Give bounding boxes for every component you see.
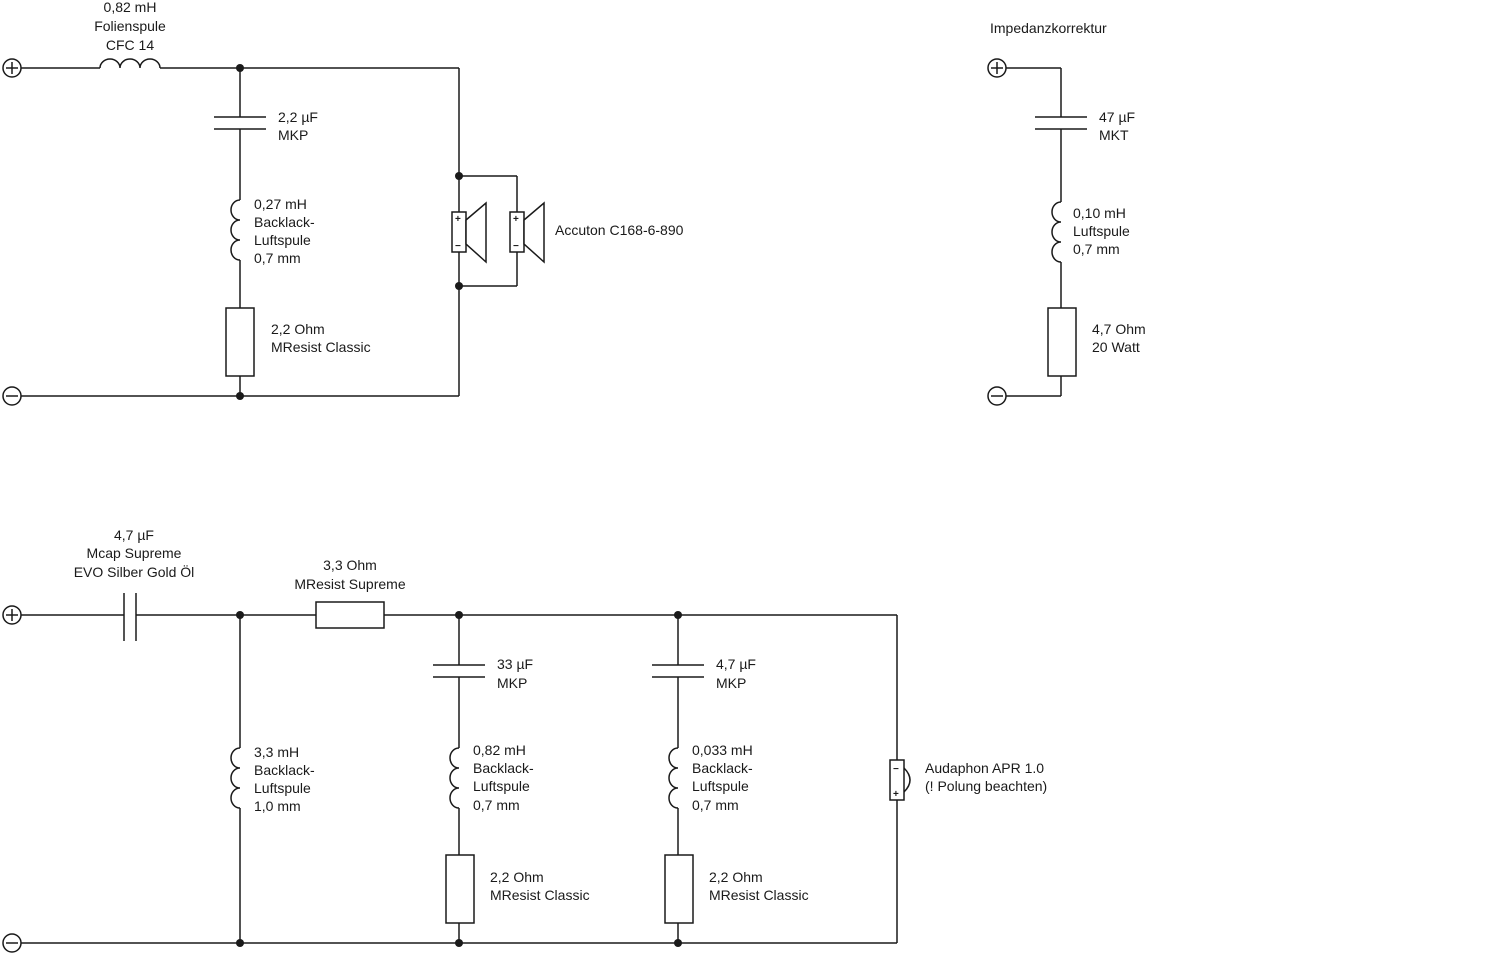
shunt-inductor	[230, 199, 241, 261]
series-inductor-value: 0,82 mH	[104, 0, 157, 15]
series-capacitor-type: EVO Silber Gold Öl	[74, 563, 195, 580]
series-capacitor-value: 4,7 µF	[114, 527, 154, 543]
correction-inductor	[1051, 201, 1062, 263]
minus-terminal	[2, 386, 22, 406]
shunt-inductor-2-value: 0,82 mH	[473, 742, 526, 758]
shunt-capacitor-3	[652, 664, 704, 678]
shunt-inductor-2	[449, 747, 460, 809]
correction-capacitor-type: MKT	[1099, 127, 1129, 143]
shunt-capacitor-type: MKP	[278, 127, 308, 143]
shunt-resistor-2	[445, 854, 475, 924]
plus-terminal	[2, 605, 22, 625]
shunt-resistor	[225, 307, 255, 377]
shunt-inductor-1	[230, 747, 241, 809]
tweeter-icon	[889, 759, 911, 801]
shunt-inductor-3	[668, 747, 679, 809]
speaker-label: Accuton C168-6-890	[555, 222, 684, 238]
polarity-minus: −	[513, 241, 519, 252]
shunt-capacitor-3-type: MKP	[716, 675, 746, 691]
series-capacitor-model: Mcap Supreme	[87, 545, 182, 561]
polarity-plus: +	[455, 214, 461, 225]
shunt-capacitor-2-type: MKP	[497, 675, 527, 691]
shunt-inductor-1-value: 3,3 mH	[254, 744, 299, 760]
shunt-inductor-value: 0,27 mH	[254, 196, 307, 212]
shunt-capacitor-value: 2,2 µF	[278, 109, 318, 125]
shunt-resistor-3-type: MResist Classic	[709, 887, 809, 903]
polarity-plus: +	[513, 214, 519, 225]
correction-resistor-value: 4,7 Ohm	[1092, 321, 1146, 337]
top-right-circuit: Impedanzkorrektur 47 µF MKT 0,10 mH Luft…	[987, 20, 1146, 406]
minus-terminal	[987, 386, 1007, 406]
impedance-title: Impedanzkorrektur	[990, 20, 1107, 36]
correction-inductor-value: 0,10 mH	[1073, 205, 1126, 221]
series-inductor-type: Folienspule	[94, 18, 166, 34]
series-inductor	[99, 58, 161, 69]
polarity-minus: −	[455, 241, 461, 252]
shunt-resistor-type: MResist Classic	[271, 339, 371, 355]
bottom-circuit: − + 4,7 µF Mcap Supreme EVO Silber Gold …	[2, 527, 1047, 953]
shunt-inductor-3-type: Backlack-	[692, 760, 753, 776]
shunt-resistor-value: 2,2 Ohm	[271, 321, 325, 337]
tweeter-polarity-note: (! Polung beachten)	[925, 778, 1047, 794]
shunt-inductor-type: Backlack-	[254, 214, 315, 230]
series-resistor-value: 3,3 Ohm	[323, 557, 377, 573]
shunt-inductor-3-type2: Luftspule	[692, 778, 749, 794]
correction-resistor-power: 20 Watt	[1092, 339, 1140, 355]
series-resistor	[315, 601, 385, 629]
shunt-capacitor	[214, 116, 266, 130]
shunt-inductor-3-value: 0,033 mH	[692, 742, 753, 758]
correction-capacitor	[1035, 116, 1087, 130]
shunt-capacitor-2-value: 33 µF	[497, 656, 533, 672]
polarity-minus: −	[893, 764, 899, 775]
plus-terminal	[2, 58, 22, 78]
correction-inductor-type: Luftspule	[1073, 223, 1130, 239]
series-capacitor	[123, 593, 137, 641]
plus-terminal	[987, 58, 1007, 78]
shunt-inductor-1-type: Backlack-	[254, 762, 315, 778]
shunt-inductor-2-wire: 0,7 mm	[473, 797, 520, 813]
correction-capacitor-value: 47 µF	[1099, 109, 1135, 125]
minus-terminal	[2, 933, 22, 953]
shunt-resistor-2-type: MResist Classic	[490, 887, 590, 903]
shunt-inductor-2-type: Backlack-	[473, 760, 534, 776]
shunt-inductor-type2: Luftspule	[254, 232, 311, 248]
shunt-resistor-3	[664, 854, 694, 924]
shunt-capacitor-2	[433, 664, 485, 678]
correction-resistor	[1047, 307, 1077, 377]
shunt-resistor-3-value: 2,2 Ohm	[709, 869, 763, 885]
polarity-plus: +	[893, 789, 899, 800]
shunt-inductor-2-type2: Luftspule	[473, 778, 530, 794]
shunt-inductor-1-wire: 1,0 mm	[254, 798, 301, 814]
series-inductor-model: CFC 14	[106, 37, 154, 53]
shunt-resistor-2-value: 2,2 Ohm	[490, 869, 544, 885]
speaker-icon	[451, 201, 487, 264]
series-resistor-type: MResist Supreme	[294, 576, 405, 592]
shunt-inductor-wire: 0,7 mm	[254, 250, 301, 266]
shunt-inductor-1-type2: Luftspule	[254, 780, 311, 796]
tweeter-label: Audaphon APR 1.0	[925, 760, 1044, 776]
shunt-capacitor-3-value: 4,7 µF	[716, 656, 756, 672]
top-left-circuit: + − + − 0,82 mH Folienspule CFC 14 2,2 µ…	[2, 0, 684, 406]
shunt-inductor-3-wire: 0,7 mm	[692, 797, 739, 813]
speaker-icon	[509, 201, 545, 264]
correction-inductor-wire: 0,7 mm	[1073, 241, 1120, 257]
